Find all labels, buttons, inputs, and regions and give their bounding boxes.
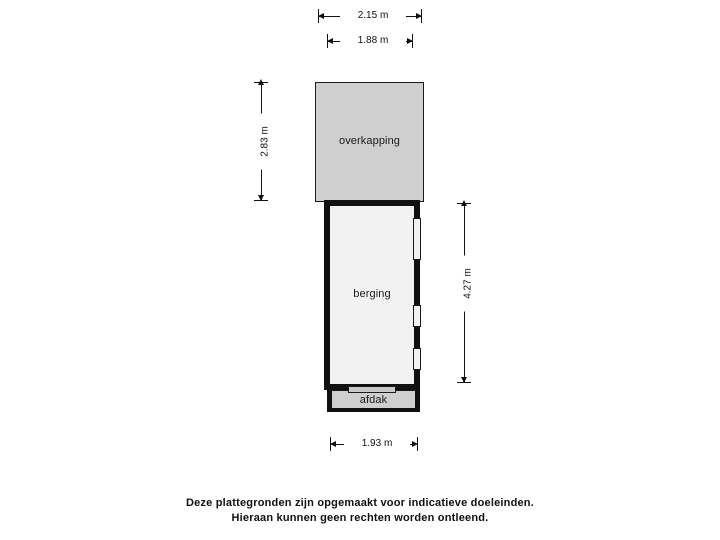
dim-right-tick-top: [457, 203, 471, 204]
wall-berging-top-left: [324, 200, 418, 206]
disclaimer-line-1: Deze plattegronden zijn opgemaakt voor i…: [186, 497, 534, 509]
dim-bottom-label: 1.93 m: [344, 438, 410, 449]
dim-bottom-arrow-left: [330, 441, 336, 447]
dim-top-outer-tick-right: [421, 9, 422, 23]
wall-afdak-left: [327, 390, 332, 412]
room-label-berging: berging: [353, 288, 391, 300]
dim-top-inner-label: 1.88 m: [340, 35, 406, 46]
opening-berging-right-lower: [413, 348, 421, 370]
dim-top-inner-tick-left: [327, 34, 328, 48]
wall-afdak-right: [415, 390, 420, 412]
dim-left-tick-bottom: [254, 200, 268, 201]
room-label-overkapping: overkapping: [338, 135, 401, 147]
dim-top-inner-arrow-left: [327, 38, 333, 44]
dim-bottom-tick-right: [417, 437, 418, 451]
dim-bottom-arrow-right: [412, 441, 418, 447]
dim-right-arrow-bottom: [461, 377, 467, 383]
wall-afdak-bottom: [327, 408, 420, 412]
dim-top-outer-arrow-left: [318, 13, 324, 19]
disclaimer-line-2: Hieraan kunnen geen rechten worden ontle…: [231, 512, 489, 524]
dim-right-tick-bottom: [457, 382, 471, 383]
room-overkapping: [315, 82, 424, 202]
dim-top-inner-arrow-right: [407, 38, 413, 44]
dim-top-outer-arrow-right: [416, 13, 422, 19]
dim-left-label: 2.83 m: [259, 113, 271, 170]
dim-bottom-tick-left: [330, 437, 331, 451]
opening-berging-right-middle: [413, 305, 421, 327]
dim-left-tick-top: [254, 82, 268, 83]
wall-berging-right: [414, 200, 420, 390]
wall-berging-left: [324, 200, 330, 390]
dim-right-label: 4.27 m: [462, 255, 474, 312]
room-label-afdak: afdak: [359, 394, 388, 406]
dim-left-arrow-bottom: [258, 195, 264, 201]
opening-berging-right-upper: [413, 218, 421, 260]
dim-top-outer-tick-left: [318, 9, 319, 23]
opening-afdak-door: [348, 386, 396, 393]
dim-top-outer-label: 2.15 m: [340, 10, 406, 21]
dim-top-inner-tick-right: [412, 34, 413, 48]
